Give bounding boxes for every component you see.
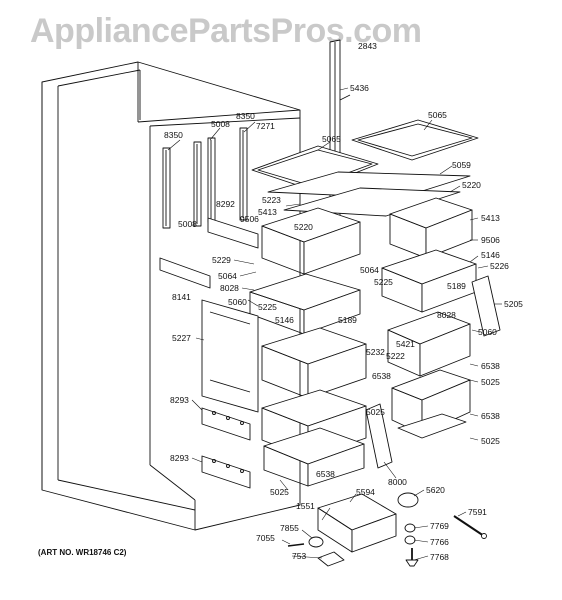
part-label-5146-right: 5146 <box>481 250 500 260</box>
part-label-5064-left: 5064 <box>218 271 237 281</box>
part-label-5064-right: 5064 <box>360 265 379 275</box>
part-label-7768: 7768 <box>430 552 449 562</box>
part-label-8141: 8141 <box>172 292 191 302</box>
part-label-5189-left: 5189 <box>338 315 357 325</box>
left-bins <box>249 207 367 487</box>
part-label-753: 753 <box>292 551 307 561</box>
part-label-6538-bottom: 6538 <box>316 469 335 479</box>
art-number: (ART NO. WR18746 C2) <box>38 548 127 557</box>
part-label-7766: 7766 <box>430 537 449 547</box>
part-label-5225-left: 5225 <box>258 302 277 312</box>
part-label-5220-right: 5220 <box>462 180 481 190</box>
part-label-2843: 2843 <box>358 41 377 51</box>
right-bins <box>381 197 477 439</box>
part-label-5008-left: 5008 <box>178 219 197 229</box>
part-label-5620: 5620 <box>426 485 445 495</box>
part-label-5232: 5232 <box>366 347 385 357</box>
part-label-7855: 7855 <box>280 523 299 533</box>
part-label-5060-right: 5060 <box>478 327 497 337</box>
part-label-9506-left: 9506 <box>240 214 259 224</box>
part-label-5065-left: 5065 <box>322 134 341 144</box>
part-label-7591: 7591 <box>468 507 487 517</box>
part-label-5146-left: 5146 <box>275 315 294 325</box>
part-label-5025-right-bottom: 5025 <box>481 436 500 446</box>
part-label-6538-center: 6538 <box>372 371 391 381</box>
brackets <box>159 217 259 489</box>
part-label-5059: 5059 <box>452 160 471 170</box>
part-label-5229: 5229 <box>212 255 231 265</box>
part-label-1551: 1551 <box>296 501 315 511</box>
part-label-8028-right: 8028 <box>437 310 456 320</box>
part-label-5413-right: 5413 <box>481 213 500 223</box>
part-label-7055: 7055 <box>256 533 275 543</box>
part-label-5008-top: 5008 <box>211 119 230 129</box>
bottom-parts <box>287 492 487 567</box>
cabinet-liner <box>41 61 301 531</box>
part-label-5413-left: 5413 <box>258 207 277 217</box>
part-label-7769: 7769 <box>430 521 449 531</box>
part-label-8293-bottom: 8293 <box>170 453 189 463</box>
part-label-8028-left: 8028 <box>220 283 239 293</box>
part-label-6538-right-bottom: 6538 <box>481 411 500 421</box>
part-label-5205: 5205 <box>504 299 523 309</box>
part-label-5223: 5223 <box>262 195 281 205</box>
part-label-8292: 8292 <box>216 199 235 209</box>
part-label-5189-right: 5189 <box>447 281 466 291</box>
part-label-7271: 7271 <box>256 121 275 131</box>
part-label-5225-right: 5225 <box>374 277 393 287</box>
part-label-5421: 5421 <box>396 339 415 349</box>
glass-shelves-top <box>251 119 479 217</box>
part-label-5222: 5222 <box>386 351 405 361</box>
part-label-5065-right: 5065 <box>428 110 447 120</box>
leader-lines <box>167 87 502 561</box>
part-label-5436: 5436 <box>350 83 369 93</box>
part-label-6538-right-top: 6538 <box>481 361 500 371</box>
part-label-5226: 5226 <box>490 261 509 271</box>
part-label-5594: 5594 <box>356 487 375 497</box>
part-label-8293-top: 8293 <box>170 395 189 405</box>
part-label-5220-left: 5220 <box>294 222 313 232</box>
part-label-5025-bottom: 5025 <box>270 487 289 497</box>
part-label-5060-left: 5060 <box>228 297 247 307</box>
part-label-8350-right: 8350 <box>236 111 255 121</box>
part-label-8350-left: 8350 <box>164 130 183 140</box>
part-label-5227: 5227 <box>172 333 191 343</box>
side-panel-5227 <box>201 299 259 413</box>
part-label-8000: 8000 <box>388 477 407 487</box>
part-label-5025-right-top: 5025 <box>481 377 500 387</box>
shelf-rails <box>162 127 248 229</box>
watermark-text: AppliancePartsPros.com <box>30 12 422 50</box>
part-label-9506-right: 9506 <box>481 235 500 245</box>
side-rails <box>365 275 501 469</box>
part-label-5025-center: 5025 <box>366 407 385 417</box>
